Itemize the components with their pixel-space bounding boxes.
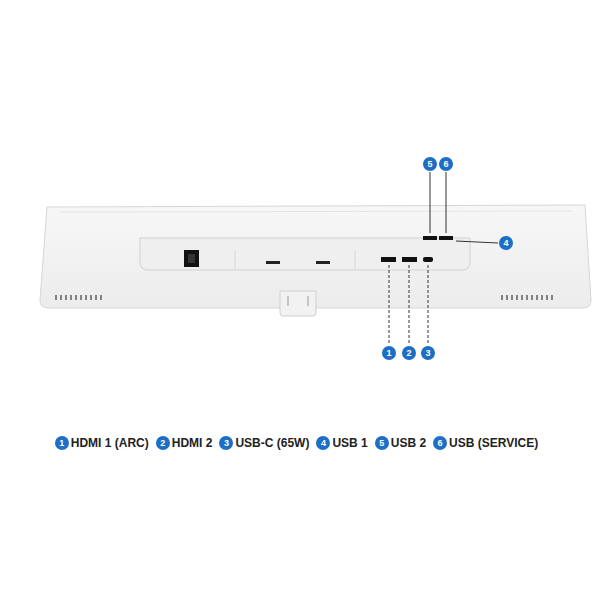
port-name: USB 1 — [332, 436, 367, 450]
stand-slot — [316, 261, 330, 264]
callout-number: 4 — [499, 236, 513, 250]
port-name: USB (SERVICE) — [449, 436, 538, 450]
stand-slot — [266, 261, 280, 264]
hinge-detail — [288, 296, 308, 306]
vent-right — [502, 295, 552, 300]
port-list: 1HDMI 1 (ARC)2HDMI 23USB-C (65W)4USB 15U… — [0, 436, 600, 450]
leader-lines — [389, 172, 498, 344]
callout-number: 1 — [382, 346, 396, 360]
vent-left — [56, 295, 101, 300]
port-name: HDMI 2 — [172, 436, 213, 450]
port-name: USB-C (65W) — [235, 436, 309, 450]
power-socket-pins — [188, 254, 195, 263]
recess-edge — [235, 250, 355, 270]
port-name: USB 2 — [391, 436, 426, 450]
callout-number: 6 — [433, 436, 447, 450]
power-socket — [184, 250, 199, 267]
usb-c-port — [423, 257, 433, 262]
callout-number: 1 — [55, 436, 69, 450]
callout-number: 2 — [156, 436, 170, 450]
stand-recess — [140, 238, 470, 270]
callout-number: 3 — [421, 346, 435, 360]
usb-port — [423, 236, 437, 240]
stand-hinge — [280, 291, 316, 316]
callout-number: 5 — [375, 436, 389, 450]
port-name: HDMI 1 (ARC) — [71, 436, 149, 450]
usb-port — [439, 236, 453, 240]
callout-number: 2 — [402, 346, 416, 360]
hdmi-port — [381, 257, 396, 262]
panel-seam — [60, 211, 572, 212]
callout-number: 3 — [219, 436, 233, 450]
callout-number: 5 — [423, 157, 437, 171]
callout-number: 4 — [316, 436, 330, 450]
callout-number: 6 — [439, 157, 453, 171]
hdmi-port — [402, 257, 417, 262]
